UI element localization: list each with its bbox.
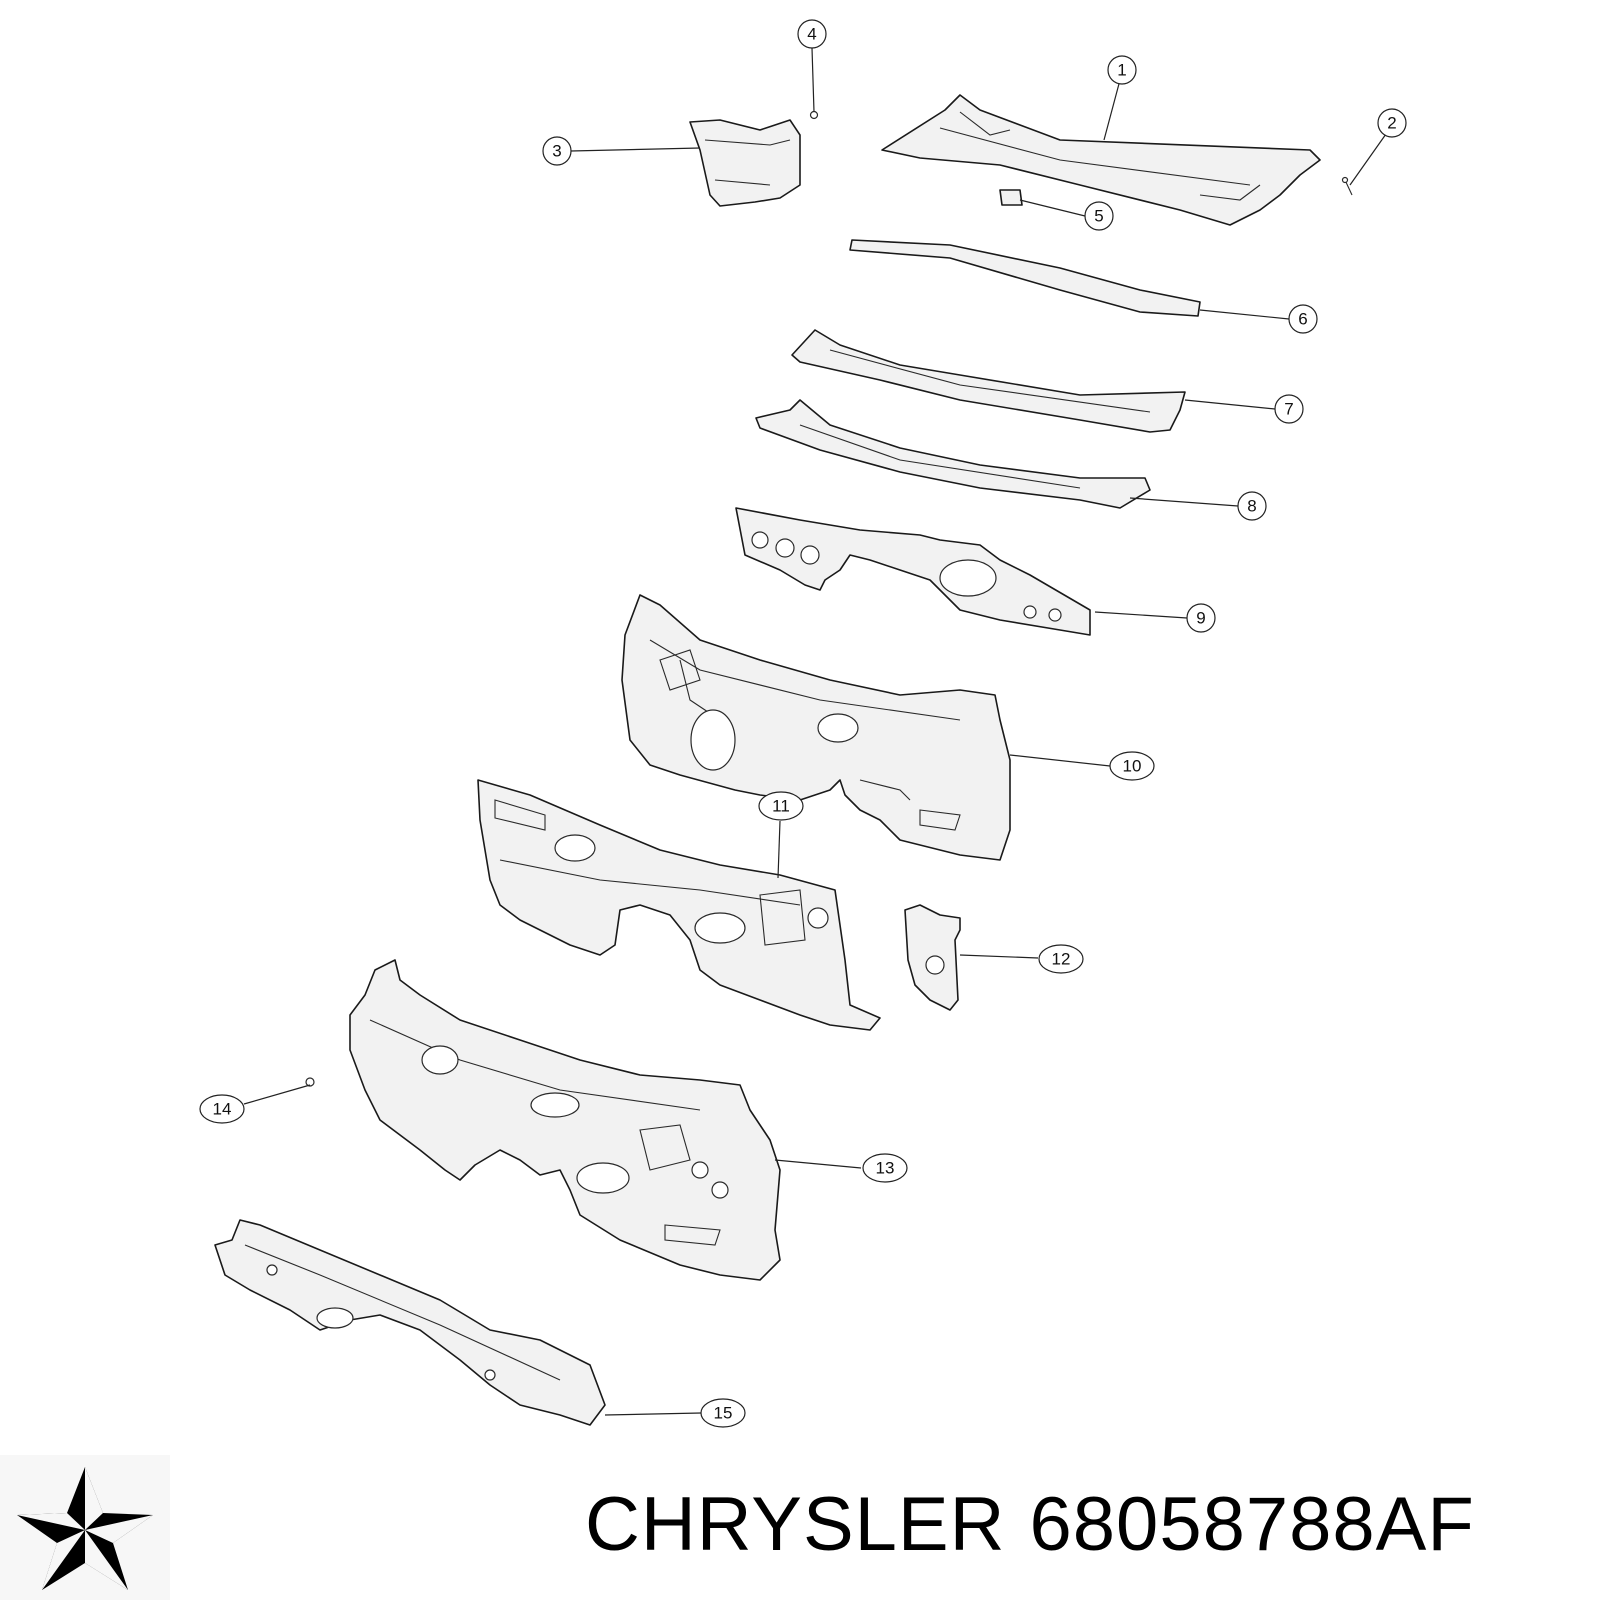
callout-15: 15 [700,1398,746,1428]
part-6-reinforcement [849,239,1201,317]
callout-13: 13 [862,1153,908,1183]
callout-4-label: 4 [807,25,816,44]
part-number: 68058788AF [1029,1482,1475,1567]
callout-12-label: 12 [1052,950,1071,969]
part-4-fastener [809,110,819,120]
part-2-screw [1341,176,1353,196]
part-3-bracket [689,119,801,207]
callout-1-label: 1 [1117,61,1126,80]
callout-9: 9 [1186,603,1216,633]
callout-15-label: 15 [714,1404,733,1423]
callout-6: 6 [1288,304,1318,334]
callout-6-label: 6 [1298,310,1307,329]
callout-3: 3 [542,136,572,166]
callout-5-label: 5 [1094,207,1103,226]
part-10-dash-panel [621,594,1011,861]
callout-9-label: 9 [1196,609,1205,628]
footer-caption: CHRYSLER 68058788AF [585,1470,1585,1580]
part-13-dash-lower [349,959,781,1281]
part-14-nut [305,1077,315,1087]
callout-7-label: 7 [1284,400,1293,419]
callout-10: 10 [1109,751,1155,781]
callout-2: 2 [1377,108,1407,138]
callout-14-label: 14 [213,1100,232,1119]
part-8-cowl-inner [755,399,1151,509]
callout-14: 14 [199,1094,245,1124]
callout-5: 5 [1084,201,1114,231]
part-7-cowl-lower [791,329,1186,433]
callout-12: 12 [1038,944,1084,974]
callout-3-label: 3 [552,142,561,161]
chrysler-pentastar-icon [0,1455,170,1600]
leader-lines [243,47,1387,1416]
callout-1: 1 [1107,55,1137,85]
callout-8-label: 8 [1247,497,1256,516]
part-5-clip [999,189,1023,206]
callout-8: 8 [1237,491,1267,521]
part-1-cowl-panel [881,94,1321,226]
callout-11: 11 [758,791,804,821]
callout-2-label: 2 [1387,114,1396,133]
callout-13-label: 13 [876,1159,895,1178]
callout-10-label: 10 [1123,757,1142,776]
part-11-dash-silencer [477,779,881,1031]
callout-11-label: 11 [772,797,790,816]
callout-7: 7 [1274,394,1304,424]
part-9-dash-upper [735,507,1091,636]
brand-name: CHRYSLER [585,1482,1006,1567]
part-15-cross-member [214,1219,606,1426]
part-12-bracket-plate [904,904,961,1011]
callout-4: 4 [797,19,827,49]
